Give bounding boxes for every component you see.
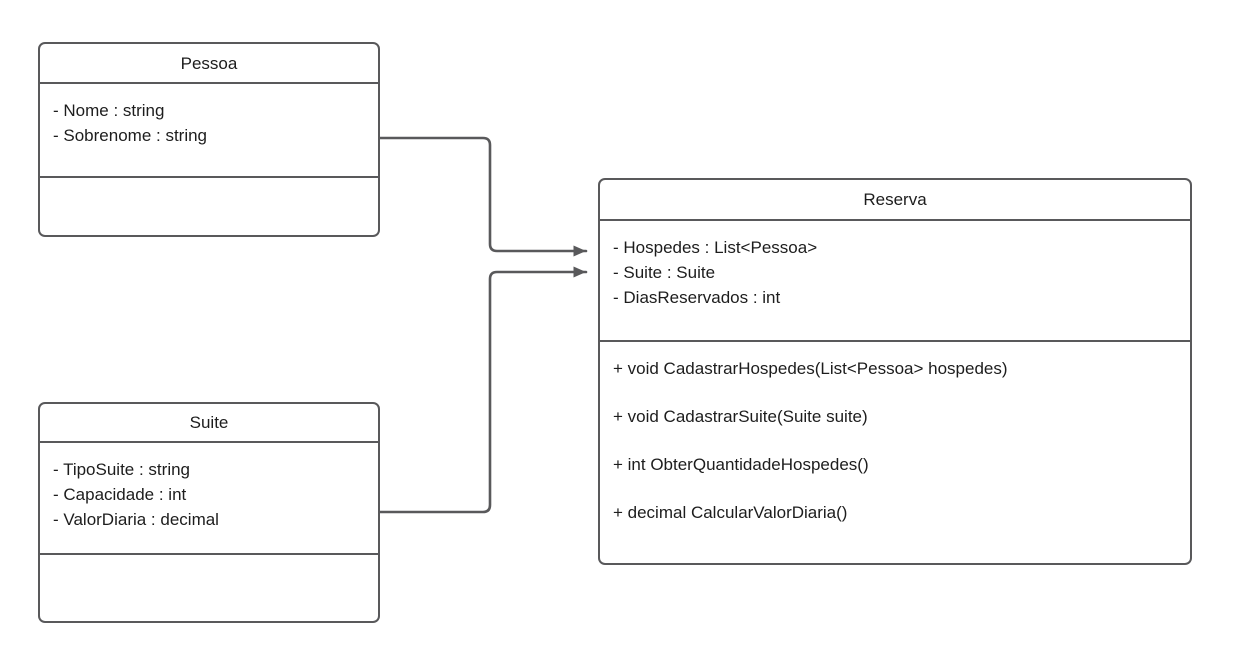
class-attributes-suite: - TipoSuite : string - Capacidade : int …	[40, 443, 378, 555]
operation-item: + int ObterQuantidadeHospedes()	[613, 455, 869, 474]
class-name-pessoa: Pessoa	[40, 44, 378, 84]
attribute-item: - Hospedes : List<Pessoa>	[613, 238, 818, 257]
attribute-item: - Suite : Suite	[613, 263, 716, 282]
class-name-reserva: Reserva	[600, 180, 1190, 221]
connector-pessoa-to-reserva	[378, 136, 588, 257]
attribute-item: - TipoSuite : string	[53, 460, 191, 479]
class-operations-pessoa	[40, 178, 378, 235]
operation-item: + decimal CalcularValorDiaria()	[613, 503, 848, 522]
class-attributes-reserva: - Hospedes : List<Pessoa> - Suite : Suit…	[600, 221, 1190, 342]
connector-suite-to-reserva	[378, 266, 588, 514]
attribute-item: - DiasReservados : int	[613, 288, 781, 307]
attribute-item: - Nome : string	[53, 101, 165, 120]
uml-class-pessoa[interactable]: Pessoa - Nome : string - Sobrenome : str…	[38, 42, 380, 237]
attribute-item: - Capacidade : int	[53, 485, 187, 504]
uml-class-suite[interactable]: Suite - TipoSuite : string - Capacidade …	[38, 402, 380, 623]
class-operations-suite	[40, 555, 378, 621]
class-attributes-pessoa: - Nome : string - Sobrenome : string	[40, 84, 378, 178]
operation-item: + void CadastrarHospedes(List<Pessoa> ho…	[613, 359, 1008, 378]
class-name-suite: Suite	[40, 404, 378, 443]
operation-item: + void CadastrarSuite(Suite suite)	[613, 407, 868, 426]
attribute-item: - Sobrenome : string	[53, 126, 208, 145]
uml-class-reserva[interactable]: Reserva - Hospedes : List<Pessoa> - Suit…	[598, 178, 1192, 565]
attribute-item: - ValorDiaria : decimal	[53, 510, 219, 529]
class-operations-reserva: + void CadastrarHospedes(List<Pessoa> ho…	[600, 342, 1190, 563]
